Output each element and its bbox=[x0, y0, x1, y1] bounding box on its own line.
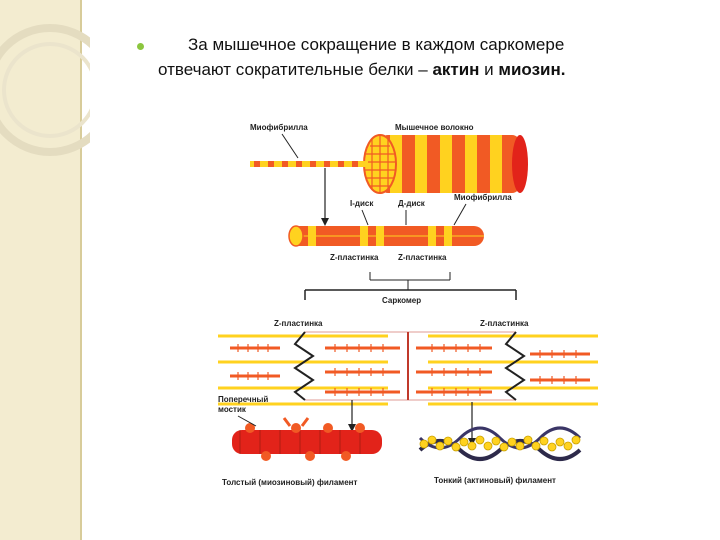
label-myofibril-right: Миофибрилла bbox=[454, 193, 512, 202]
z-line-left bbox=[293, 331, 315, 401]
actin-term: актин bbox=[432, 60, 480, 79]
thin-filament bbox=[418, 426, 582, 461]
sarcomere-filaments bbox=[218, 331, 598, 406]
text-line-2-start: отвечают сократительные белки – bbox=[158, 60, 433, 79]
label-i-disk: I-диск bbox=[350, 199, 374, 208]
text-line-1: За мышечное сокращение в каждом саркомер… bbox=[188, 35, 565, 54]
text-line-2: отвечают сократительные белки – актин и … bbox=[158, 57, 658, 82]
bullet-point bbox=[137, 43, 144, 50]
label-a-disk: Д-диск bbox=[398, 199, 426, 208]
decorative-circles bbox=[0, 24, 90, 156]
label-sarcomere: Саркомер bbox=[382, 296, 421, 305]
arrow-down-icon bbox=[348, 424, 356, 432]
label-muscle-fiber: Мышечное волокно bbox=[395, 123, 474, 132]
label-thick-filament: Толстый (миозиновый) филамент bbox=[222, 478, 357, 487]
thick-filament bbox=[232, 417, 382, 461]
label-cross-bridge-2: мостик bbox=[218, 405, 247, 414]
sarcomere-bracket bbox=[304, 272, 517, 300]
label-z-plate-right: Z-пластинка bbox=[480, 319, 529, 328]
label-thin-filament: Тонкий (актиновый) филамент bbox=[434, 476, 556, 485]
myofibril bbox=[288, 225, 484, 247]
z-line-right bbox=[504, 331, 526, 401]
label-z-plate-1: Z-пластинка bbox=[330, 253, 379, 262]
muscle-structure-diagram: Миофибрилла Мышечное волокно I-диск Д-ди… bbox=[218, 123, 598, 487]
sidebar-decoration bbox=[0, 0, 80, 540]
myosin-term: миозин. bbox=[498, 60, 566, 79]
myofibril-strand bbox=[250, 161, 368, 167]
muscle-fiber bbox=[363, 134, 528, 194]
connector-word: и bbox=[479, 60, 499, 79]
label-cross-bridge-1: Поперечный bbox=[218, 395, 268, 404]
sidebar-divider bbox=[80, 0, 82, 540]
label-z-plate-2: Z-пластинка bbox=[398, 253, 447, 262]
label-myofibril-top: Миофибрилла bbox=[250, 123, 308, 132]
slide-text: За мышечное сокращение в каждом саркомер… bbox=[158, 32, 658, 82]
arrow-down-icon bbox=[321, 218, 329, 226]
label-z-plate-left: Z-пластинка bbox=[274, 319, 323, 328]
